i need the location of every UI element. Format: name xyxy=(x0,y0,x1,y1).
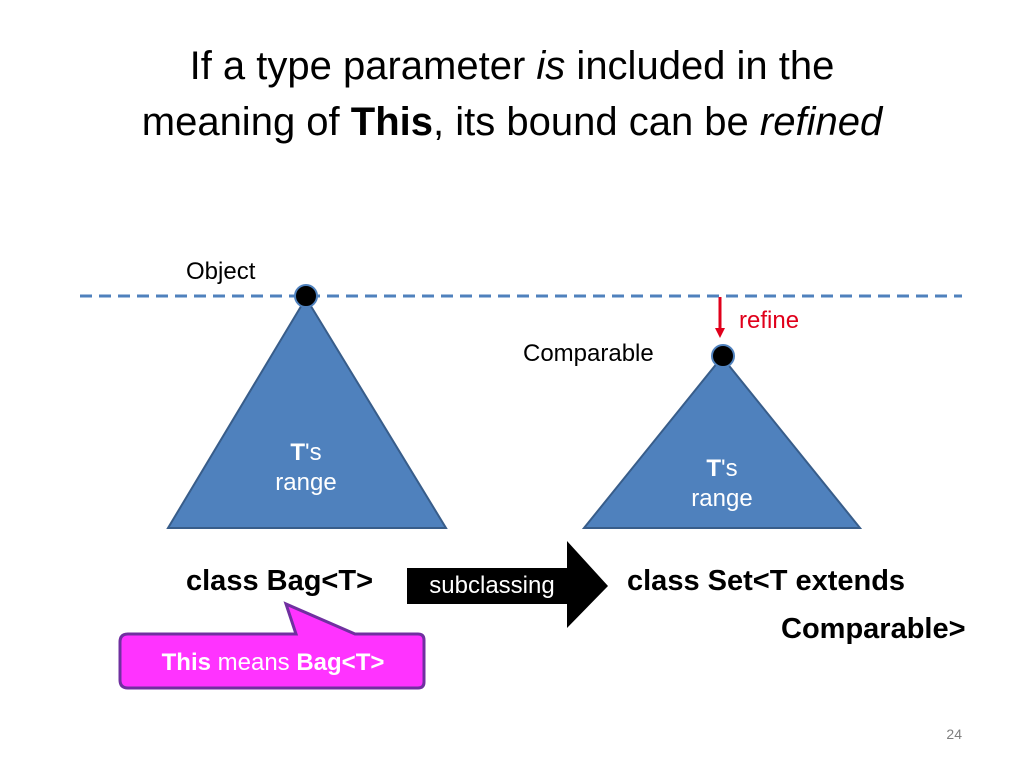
title-text: , its bound can be xyxy=(433,100,760,144)
callout-this: This xyxy=(161,649,211,676)
subclassing-label: subclassing xyxy=(429,572,555,599)
callout-bag-t: Bag<T> xyxy=(296,649,385,676)
left-triangle-t-s: T's xyxy=(246,438,366,468)
type-param-t: T xyxy=(290,439,306,466)
comparable-node xyxy=(711,344,735,368)
right-triangle-t-s: T's xyxy=(662,454,782,484)
title-emphasis-is: is xyxy=(536,44,566,88)
class-set-declaration-line-2: Comparable> xyxy=(781,613,966,645)
left-range-triangle xyxy=(166,296,448,529)
this-meaning-callout xyxy=(118,601,426,690)
comparable-label: Comparable xyxy=(523,340,654,367)
range-word: range xyxy=(691,485,753,512)
possessive-suffix: 's xyxy=(305,439,322,466)
title-bold-this: This xyxy=(350,100,434,144)
right-triangle-label: T's range xyxy=(662,454,782,514)
slide-title: If a type parameter is included in the m… xyxy=(0,38,1024,150)
title-text: If a type parameter xyxy=(189,44,537,88)
class-set-declaration-line-1: class Set<T extends xyxy=(627,565,906,597)
callout-means: means xyxy=(210,649,297,676)
title-line-1: If a type parameter is included in the xyxy=(0,38,1024,94)
object-node xyxy=(294,284,318,308)
class-bag-declaration: class Bag<T> xyxy=(186,565,373,597)
title-emphasis-refined: refined xyxy=(759,100,883,144)
title-text: included in the xyxy=(565,44,835,88)
type-param-t: T xyxy=(706,455,722,482)
subclassing-arrow xyxy=(407,541,608,628)
callout-text: This means Bag<T> xyxy=(120,643,426,683)
object-label: Object xyxy=(186,258,256,285)
range-word: range xyxy=(275,469,337,496)
possessive-suffix: 's xyxy=(721,455,738,482)
left-triangle-label: T's range xyxy=(246,438,366,498)
page-number: 24 xyxy=(946,726,962,742)
title-text: meaning of xyxy=(141,100,351,144)
refine-label: refine xyxy=(739,307,800,334)
title-line-2: meaning of This, its bound can be refine… xyxy=(0,94,1024,150)
right-range-triangle xyxy=(581,355,863,529)
